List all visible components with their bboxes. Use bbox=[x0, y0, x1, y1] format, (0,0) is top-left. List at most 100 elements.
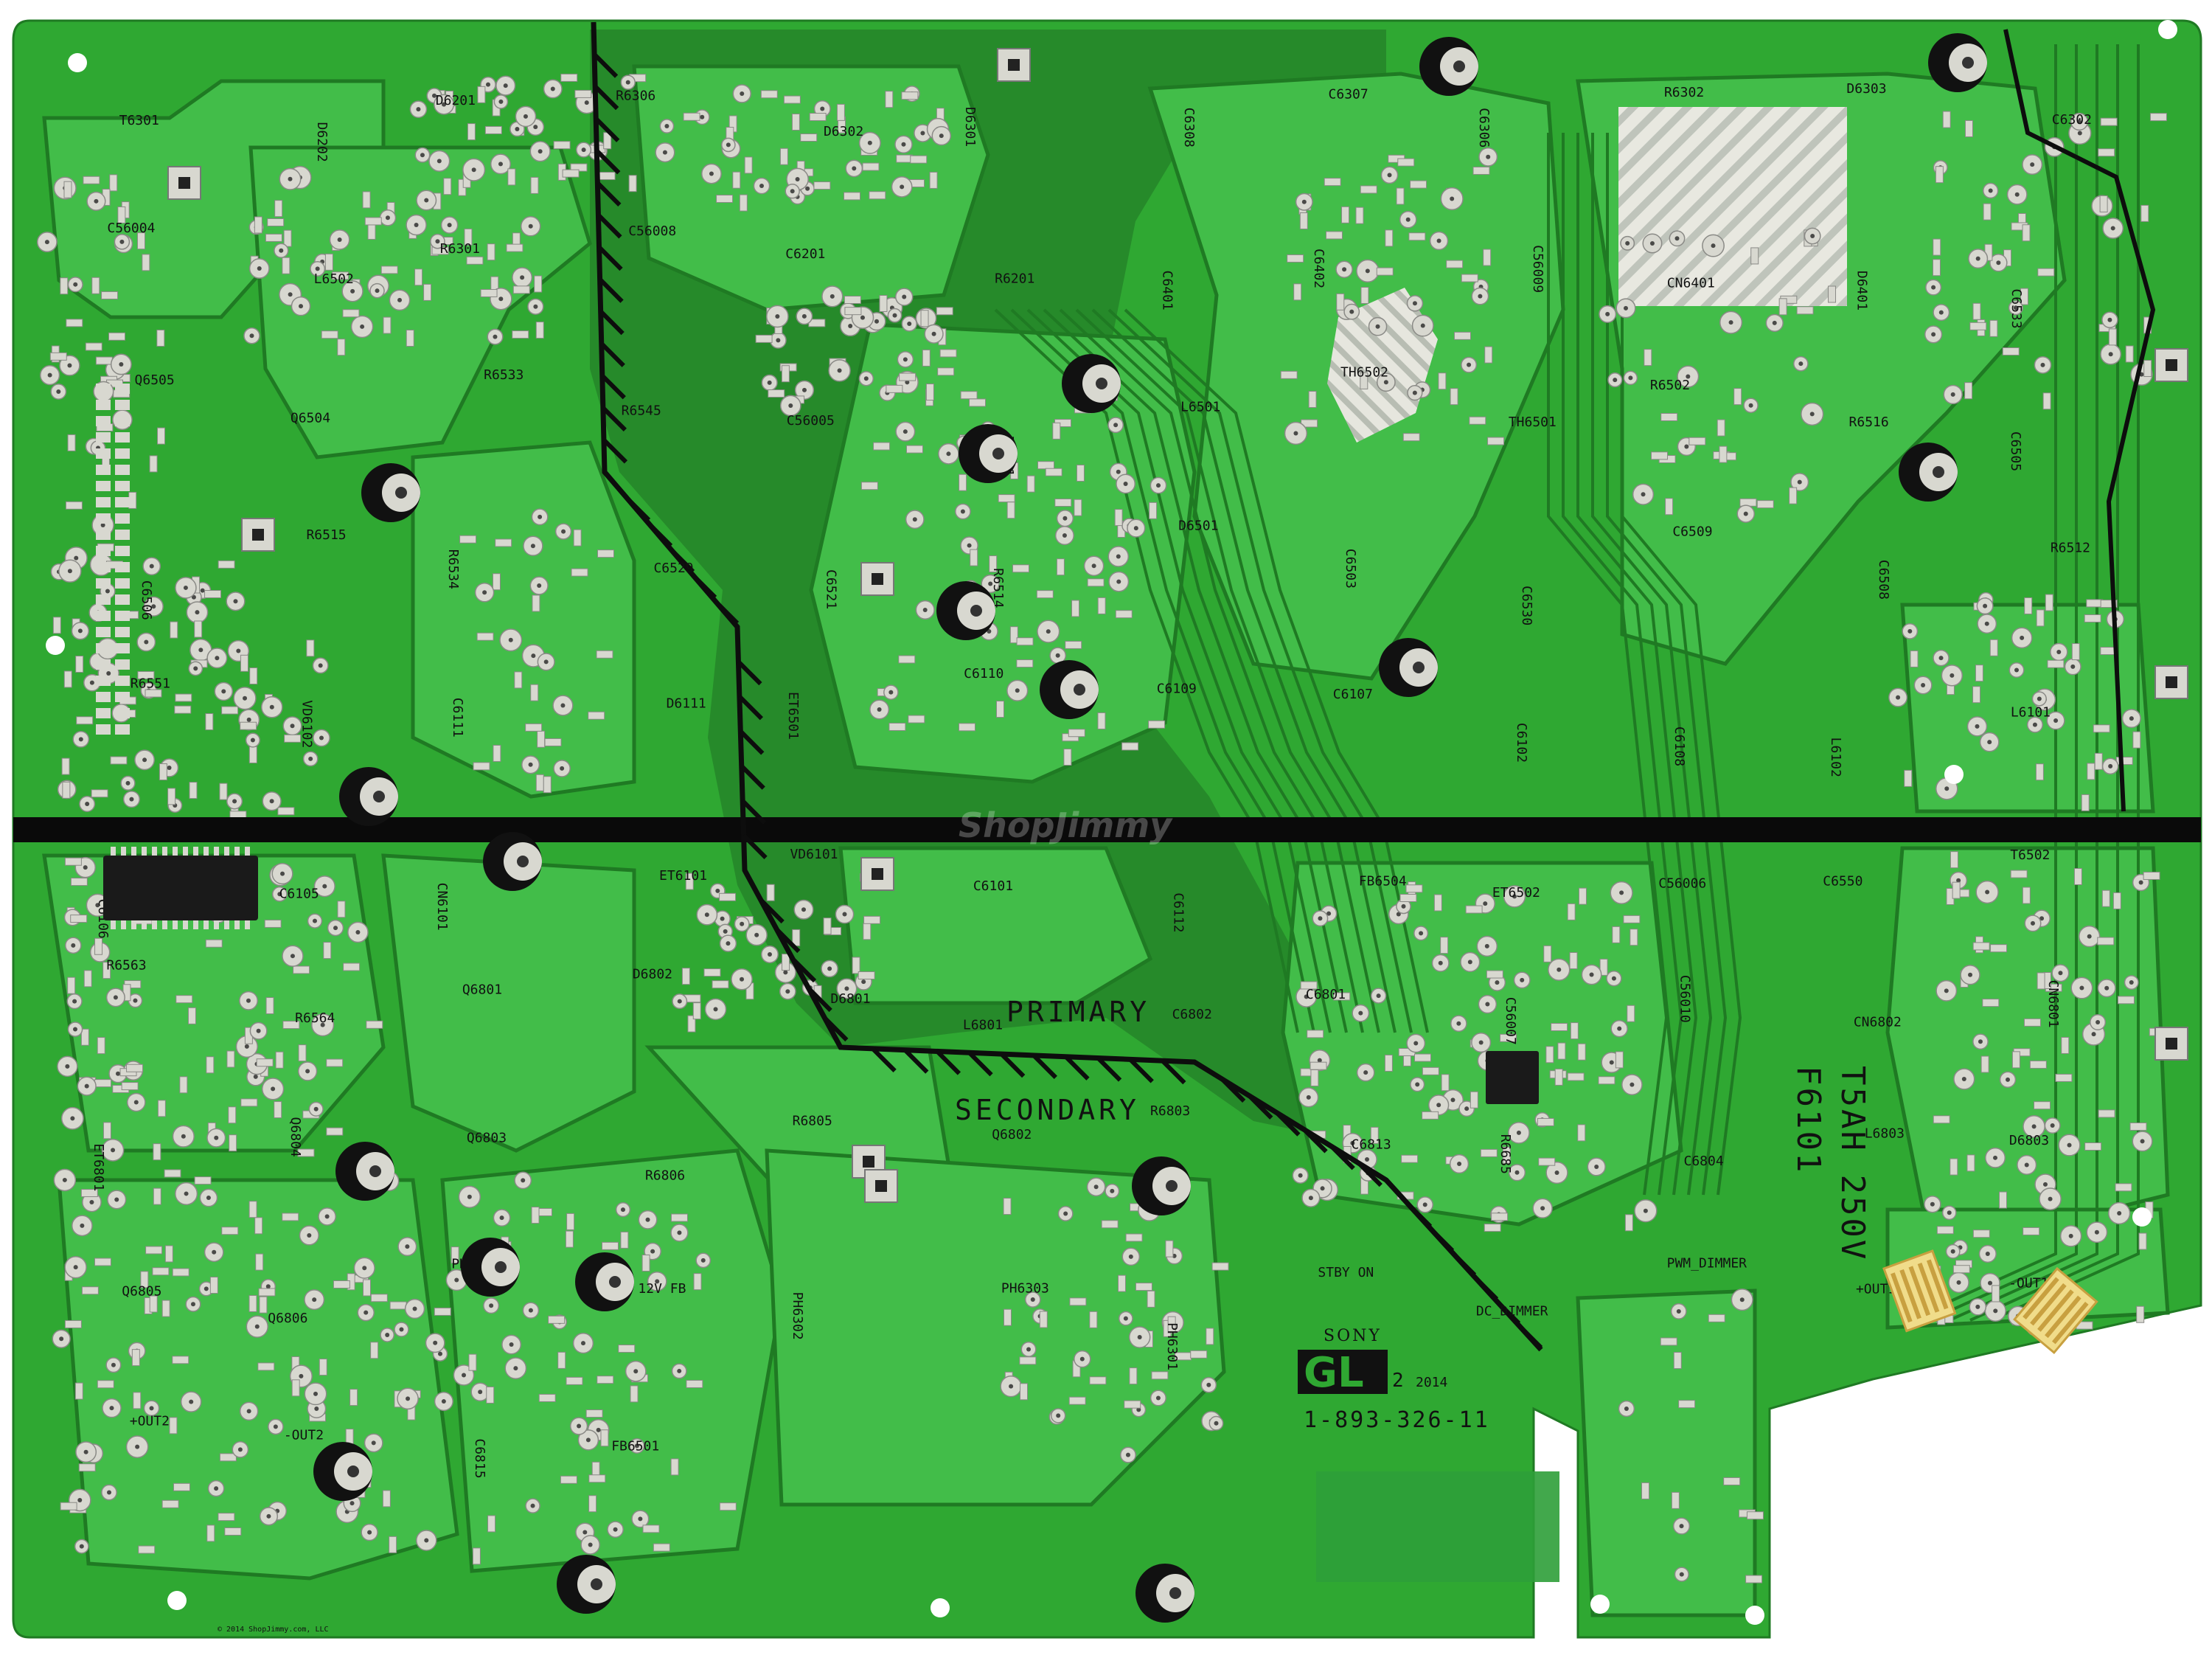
thru-hole bbox=[1383, 380, 1388, 385]
smd-pad bbox=[204, 590, 222, 599]
connector-pin bbox=[96, 562, 111, 572]
ref-designator: R6803 bbox=[1150, 1103, 1190, 1119]
smd-pad bbox=[2136, 1305, 2145, 1323]
smd-pad bbox=[1076, 464, 1085, 482]
thru-hole bbox=[1617, 1026, 1622, 1031]
ref-designator: D6111 bbox=[667, 696, 706, 711]
smd-pad bbox=[259, 1296, 268, 1314]
thru-hole bbox=[920, 131, 925, 136]
thru-hole bbox=[2138, 880, 2143, 885]
thru-hole bbox=[237, 1447, 243, 1452]
smd-pad bbox=[2029, 1060, 2047, 1069]
smd-pad bbox=[1037, 461, 1055, 470]
thru-hole bbox=[89, 1199, 94, 1204]
smd-pad bbox=[1397, 158, 1415, 167]
thru-hole bbox=[530, 544, 535, 549]
smd-pad bbox=[596, 650, 613, 659]
smd-pad bbox=[989, 555, 998, 573]
thru-hole bbox=[662, 150, 667, 155]
smd-pad bbox=[282, 257, 291, 274]
ref-designator: C6550 bbox=[1823, 874, 1863, 889]
smd-pad bbox=[1469, 416, 1486, 425]
smd-pad bbox=[506, 243, 524, 252]
thru-hole bbox=[1495, 980, 1500, 985]
smd-pad bbox=[61, 757, 70, 775]
isolation-hatch bbox=[594, 85, 619, 111]
thru-hole bbox=[785, 989, 790, 994]
smd-pad bbox=[248, 1294, 257, 1312]
capacitor-hole bbox=[1169, 1587, 1181, 1599]
ref-designator: L6501 bbox=[1180, 399, 1220, 414]
thru-hole bbox=[115, 1071, 120, 1076]
thru-hole bbox=[1950, 1249, 1955, 1254]
smd-pad bbox=[81, 1286, 99, 1295]
smd-pad bbox=[863, 923, 872, 940]
thru-hole bbox=[1944, 786, 1950, 791]
thru-hole bbox=[280, 871, 285, 876]
smd-pad bbox=[1972, 302, 1981, 320]
smd-pad bbox=[862, 162, 880, 171]
solder-pads bbox=[36, 73, 2167, 1584]
smd-pad bbox=[1935, 166, 1944, 184]
thru-hole bbox=[912, 517, 917, 522]
thru-hole bbox=[482, 590, 487, 595]
smd-pad bbox=[2011, 1051, 2020, 1069]
smd-pad bbox=[585, 1409, 603, 1418]
thru-hole bbox=[279, 248, 284, 253]
thru-hole bbox=[322, 884, 327, 889]
thru-hole bbox=[1478, 294, 1483, 299]
thru-hole bbox=[111, 1148, 116, 1153]
smd-pad bbox=[298, 1044, 307, 1062]
ref-designator: C6108 bbox=[1672, 726, 1687, 766]
thru-hole bbox=[1554, 1170, 1559, 1176]
smd-pad bbox=[1016, 659, 1034, 668]
ref-designator: Q6801 bbox=[462, 982, 502, 998]
smd-pad bbox=[1385, 229, 1394, 247]
smd-pad bbox=[2036, 609, 2045, 627]
smd-pad bbox=[2100, 117, 2118, 126]
capacitor-hole bbox=[1962, 57, 1974, 69]
smd-pad bbox=[1147, 1290, 1155, 1308]
thru-hole bbox=[1975, 1304, 1980, 1309]
thru-hole bbox=[537, 583, 542, 589]
thru-hole bbox=[349, 1501, 355, 1506]
smd-pad bbox=[858, 971, 875, 980]
thru-hole bbox=[397, 297, 403, 302]
thru-hole bbox=[1486, 154, 1491, 159]
ref-designator: D6201 bbox=[436, 93, 476, 108]
smd-pad bbox=[813, 181, 831, 190]
smd-pad bbox=[2034, 1101, 2051, 1110]
smd-pad bbox=[110, 756, 128, 765]
smd-pad bbox=[136, 232, 145, 250]
thru-hole bbox=[83, 865, 88, 870]
smd-pad bbox=[434, 1307, 451, 1316]
thru-hole bbox=[1988, 1280, 1993, 1286]
thru-hole bbox=[119, 239, 125, 244]
ref-designator: Q6802 bbox=[992, 1127, 1032, 1142]
thru-hole bbox=[2048, 1196, 2053, 1201]
trace-line bbox=[1907, 44, 2057, 1322]
ic-lead bbox=[204, 847, 209, 857]
smd-pad bbox=[628, 175, 637, 192]
smd-pad bbox=[1502, 1146, 1511, 1164]
thru-hole bbox=[375, 288, 380, 294]
smd-pad bbox=[62, 781, 71, 799]
thru-hole bbox=[704, 912, 709, 918]
thru-hole bbox=[414, 222, 419, 227]
smd-pad bbox=[2117, 996, 2135, 1005]
thru-hole bbox=[2117, 1211, 2122, 1216]
smd-pad bbox=[66, 319, 83, 327]
thru-hole bbox=[650, 1249, 655, 1254]
ic-lead bbox=[173, 847, 178, 857]
thru-hole bbox=[56, 389, 61, 394]
thru-hole bbox=[312, 1297, 317, 1303]
smd-pad bbox=[80, 1028, 89, 1046]
thru-hole bbox=[538, 514, 543, 519]
ic-lead bbox=[193, 847, 198, 857]
thru-hole bbox=[1214, 1421, 1219, 1426]
thru-hole bbox=[740, 921, 745, 926]
ic-lead bbox=[214, 847, 219, 857]
connector-pin bbox=[115, 724, 130, 735]
thru-hole bbox=[2039, 916, 2045, 921]
smd-pad bbox=[1097, 597, 1106, 614]
